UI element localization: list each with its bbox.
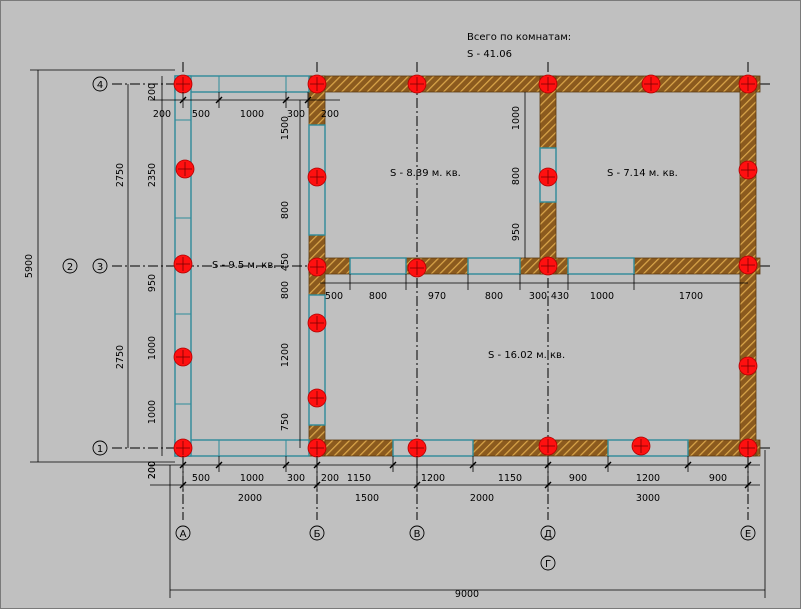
dim-left-inner: 950 — [147, 274, 158, 292]
dim-bottom-1: 300 — [287, 473, 305, 484]
col-axis-d: Д — [544, 529, 552, 540]
summary-title: Всего по комнатам: — [467, 32, 571, 43]
column-marker — [173, 254, 193, 274]
row-axis-3: 3 — [97, 262, 103, 273]
room-label-right-top: S - 7.14 м. кв. — [607, 168, 678, 179]
dim-bottom-2: 2000 — [238, 493, 262, 504]
dimension-texts-horizontal: 200 500 1000 300 200 500 800 970 800 300… — [153, 109, 727, 600]
summary-total: S - 41.06 — [467, 49, 512, 60]
column-marker — [538, 167, 558, 187]
dim-bottom-2: 1500 — [355, 493, 379, 504]
room-label-center-top: S - 8.39 м. кв. — [390, 168, 461, 179]
column-marker — [738, 438, 758, 458]
dim-wall-d: 800 — [511, 167, 522, 185]
dim-bottom-1: 900 — [569, 473, 587, 484]
dim-top: 200 — [153, 109, 171, 120]
dim-mid: 970 — [428, 291, 446, 302]
column-marker — [307, 388, 327, 408]
dim-wall-b: 1500 — [280, 116, 291, 140]
column-marker — [738, 255, 758, 275]
dim-top: 500 — [192, 109, 210, 120]
col-axis-e: Е — [745, 529, 751, 540]
dim-left-inner: 1000 — [147, 400, 158, 424]
dim-bottom-1: 1000 — [240, 473, 264, 484]
dimension-lines — [30, 69, 766, 598]
column-marker — [738, 74, 758, 94]
area-summary: Всего по комнатам: S - 41.06 — [467, 32, 571, 60]
column-marker — [307, 167, 327, 187]
column-marker — [307, 438, 327, 458]
dim-bottom-1: 1150 — [347, 473, 371, 484]
dim-mid: 1700 — [679, 291, 703, 302]
dim-top: 1000 — [240, 109, 264, 120]
column-marker — [538, 74, 558, 94]
dimension-ticks — [179, 96, 752, 489]
col-axis-g: Г — [545, 559, 551, 570]
column-marker — [173, 438, 193, 458]
dim-mid: 1000 — [590, 291, 614, 302]
dim-wall-b: 800 — [280, 201, 291, 219]
dim-left-outer: 2750 — [115, 345, 126, 369]
columns — [173, 74, 758, 458]
dim-bottom-1: 1200 — [636, 473, 660, 484]
dim-mid: 800 — [369, 291, 387, 302]
dim-corner: 200 — [147, 461, 158, 479]
column-marker — [407, 74, 427, 94]
dim-left-inner: 1000 — [147, 336, 158, 360]
dim-mid: 500 — [325, 291, 343, 302]
room-label-left: S - 9.5 м. кв. — [212, 260, 276, 271]
col-axis-b: Б — [314, 529, 321, 540]
dim-mid: 800 — [485, 291, 503, 302]
column-marker — [538, 256, 558, 276]
dim-left-inner: 200 — [147, 461, 158, 479]
column-marker — [631, 436, 651, 456]
dim-left-total: 5900 — [24, 254, 35, 278]
column-marker — [307, 74, 327, 94]
column-marker — [307, 257, 327, 277]
row-axis-2: 2 — [67, 262, 73, 273]
col-axis-a: А — [180, 529, 187, 540]
column-marker — [538, 436, 558, 456]
dim-wall-b: 750 — [280, 413, 291, 431]
dim-bottom-1: 900 — [709, 473, 727, 484]
axis-bubbles — [62, 76, 756, 571]
column-marker — [738, 160, 758, 180]
room-label-bottom: S - 16.02 м. кв. — [488, 350, 565, 361]
dim-bottom-1: 1200 — [421, 473, 445, 484]
dim-left-inner: 200 — [147, 83, 158, 101]
dim-total: 9000 — [455, 589, 479, 600]
column-marker — [407, 438, 427, 458]
dim-wall-d: 950 — [511, 223, 522, 241]
dimension-texts-vertical: 5900 2750 2750 200 2350 950 1000 1000 20… — [24, 83, 522, 479]
column-marker — [173, 347, 193, 367]
dim-bottom-1: 1150 — [498, 473, 522, 484]
axis-labels: 4 3 1 2 А Б В Д Е Г — [67, 80, 751, 570]
dim-top: 200 — [321, 109, 339, 120]
row-axis-1: 1 — [97, 444, 103, 455]
column-marker — [738, 356, 758, 376]
dim-bottom-2: 3000 — [636, 493, 660, 504]
dim-bottom-2: 2000 — [470, 493, 494, 504]
dim-bottom-1: 500 — [192, 473, 210, 484]
dim-wall-b: 800 — [280, 281, 291, 299]
dim-mid: 300 — [529, 291, 547, 302]
dim-bottom-1: 200 — [321, 473, 339, 484]
dim-top: 300 — [287, 109, 305, 120]
column-marker — [307, 313, 327, 333]
dim-left-inner: 2350 — [147, 163, 158, 187]
column-marker — [641, 74, 661, 94]
column-marker — [175, 159, 195, 179]
col-axis-v: В — [414, 529, 421, 540]
dim-wall-d: 1000 — [511, 106, 522, 130]
dim-left-outer: 2750 — [115, 163, 126, 187]
frame-ticks — [175, 76, 287, 456]
dim-wall-b: 1200 — [280, 343, 291, 367]
room-labels: S - 9.5 м. кв. S - 8.39 м. кв. S - 7.14 … — [212, 168, 678, 361]
column-marker — [173, 74, 193, 94]
column-marker — [407, 258, 427, 278]
dim-mid: 430 — [551, 291, 569, 302]
dim-wall-b: 450 — [280, 253, 291, 271]
row-axis-4: 4 — [97, 80, 103, 91]
